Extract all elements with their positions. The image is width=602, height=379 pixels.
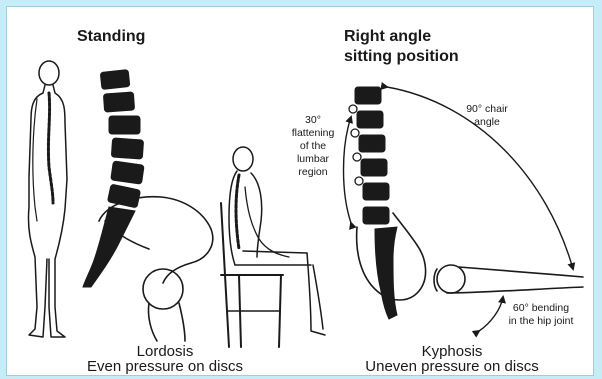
annotation-flattening-line2: flattening <box>292 127 335 139</box>
illustration-panel: Standing Right angle sitting position <box>6 6 594 376</box>
annotation-hip-bending-line2: in the hip joint <box>509 315 574 327</box>
kyphotic-spine <box>349 87 583 319</box>
annotation-flattening-line4: lumbar <box>297 153 330 165</box>
heading-standing: Standing <box>77 28 145 45</box>
annotation-flattening-line5: region <box>298 166 327 178</box>
posture-diagram: Standing Right angle sitting position <box>7 7 594 376</box>
heading-sitting-line1: Right angle <box>344 28 431 45</box>
annotation-flattening-line3: of the <box>300 140 326 152</box>
annotation-chair-angle-line2: angle <box>474 116 500 128</box>
flattening-annotation: 30° flattening of the lumbar region <box>292 114 335 178</box>
caption-uneven-pressure: Uneven pressure on discs <box>365 358 538 375</box>
caption-even-pressure: Even pressure on discs <box>87 358 243 375</box>
chair-angle-annotation: 90° chair angle <box>466 103 508 128</box>
annotation-flattening-line1: 30° <box>305 114 321 126</box>
lordotic-spine <box>83 70 213 341</box>
annotation-hip-bending-line1: 60° bending <box>513 302 569 314</box>
hip-bending-annotation: 60° bending in the hip joint <box>509 302 574 327</box>
standing-skeleton-figure <box>28 61 67 337</box>
annotation-chair-angle-line1: 90° chair <box>466 103 508 115</box>
heading-sitting-line2: sitting position <box>344 48 459 65</box>
